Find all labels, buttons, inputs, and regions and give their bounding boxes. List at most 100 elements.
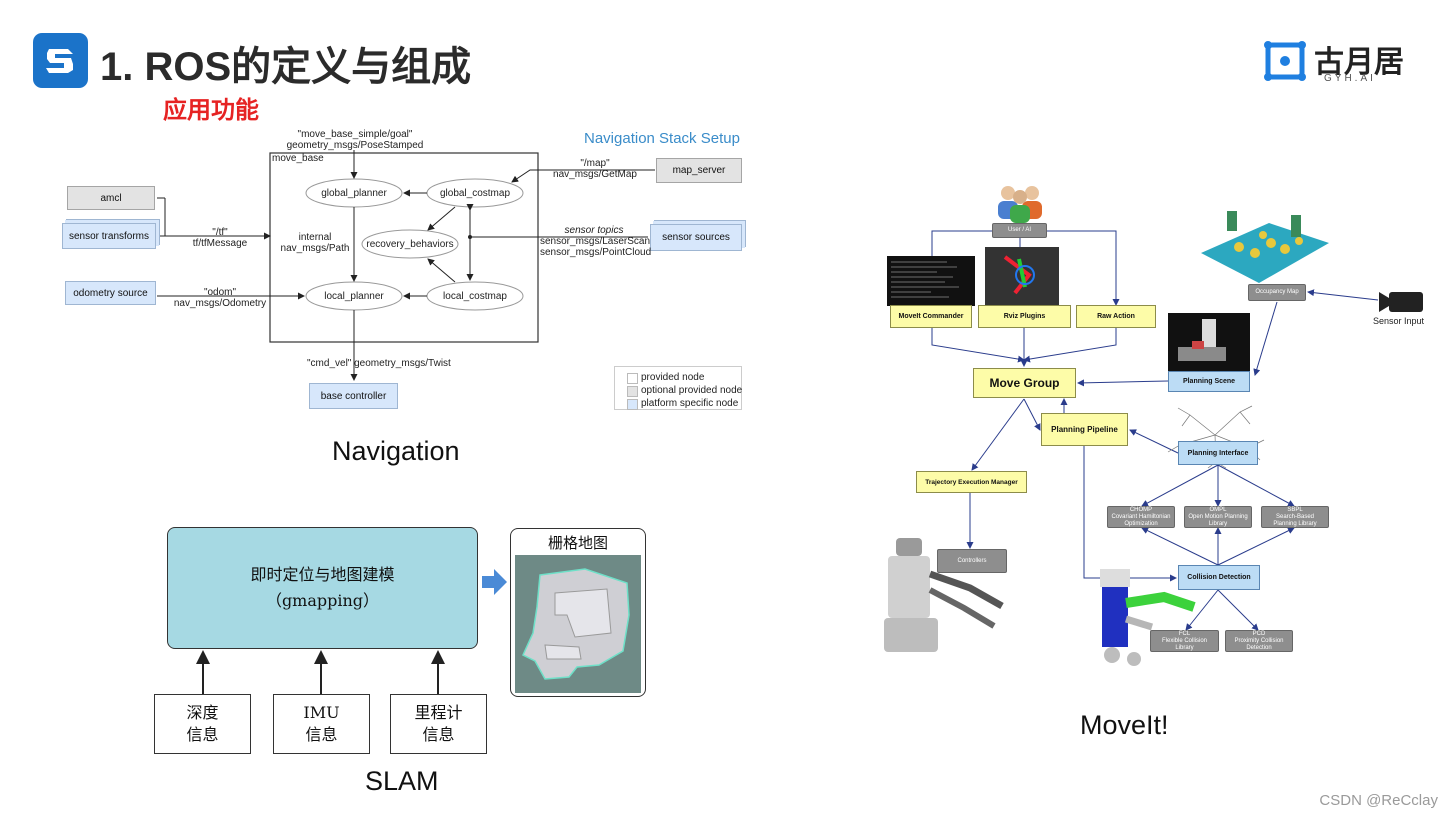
fcl-name: FCL [1178,630,1191,637]
sensor-transforms-node: sensor transforms [62,223,156,249]
chomp-desc1: Covariant Hamiltonian [1111,513,1171,520]
slam-input-imu: IMU 信息 [273,694,370,754]
slam-main-line1: 即时定位与地图建模 [250,565,395,584]
sbpl-desc2: Planning Library [1273,520,1317,527]
pr2-robot-image [884,538,1004,652]
odom-topic: "odom" [203,287,237,298]
map-type: nav_msgs/GetMap [553,169,637,180]
cmd-vel-topic: "cmd_vel" [307,358,352,369]
global-planner-label: global_planner [321,188,387,199]
rviz-screenshot [985,247,1059,305]
cloud-type: sensor_msgs/PointCloud [540,247,652,258]
tf-topic: "/tf" [212,227,228,238]
planning-pipeline-box: Planning Pipeline [1041,413,1128,446]
move-group-box: Move Group [973,368,1076,398]
trajectory-manager-box: Trajectory Execution Manager [916,471,1027,493]
pcd-desc1: Proximity Collision [1234,637,1284,644]
sensor-topics: sensor topics [564,225,624,236]
camera-icon [1379,292,1423,312]
ompl-name: OMPL [1209,506,1227,513]
moveit-caption: MoveIt! [1080,710,1169,740]
grid-map-image [515,555,641,693]
local-costmap-label: local_costmap [443,291,507,302]
local-planner-label: local_planner [324,291,384,302]
fcl-desc2: Library [1175,644,1194,651]
watermark: CSDN @ReCclay [1319,792,1438,809]
chomp-name: CHOMP [1129,506,1153,513]
map-server-node: map_server [656,158,742,183]
odom-edge-label: "odom" nav_msgs/Odometry [170,287,270,309]
base-controller-node: base controller [309,383,398,409]
imu-line1: IMU [303,703,340,722]
ompl-desc2: Library [1208,520,1228,527]
ompl-desc1: Open Motion Planning [1188,513,1248,520]
collision-detection-box: Collision Detection [1178,565,1260,590]
planning-scene-box: Planning Scene [1168,371,1250,392]
recovery-behaviors-node [361,229,459,259]
fcl-desc1: Flexible Collision [1161,637,1208,644]
map-edge-label: "/map" nav_msgs/GetMap [550,158,640,180]
odom-type: nav_msgs/Odometry [173,298,267,309]
fcl-box: FCL Flexible Collision Library [1150,630,1219,652]
user-ai-box: User / AI [992,223,1047,238]
depth-line2: 信息 [186,725,219,744]
legend-platform: platform specific node [641,398,739,409]
occupancy-map-box: Occupancy Map [1248,284,1306,301]
legend-swatch-platform [627,399,638,410]
path-type: nav_msgs/Path [280,243,350,254]
legend-optional: optional provided node [641,385,743,396]
global-costmap-label: global_costmap [439,188,511,199]
sensor-edge-label: sensor topics sensor_msgs/LaserScan sens… [540,225,652,258]
terminal-screenshot [887,256,975,306]
sensor-input-label: Sensor Input [1373,316,1425,326]
occupancy-pointcloud-image [1199,203,1331,285]
navigation-caption: Navigation [332,436,460,466]
sbpl-box: SBPL Search-Based Planning Library [1261,506,1329,528]
goal-topic: "move_base_simple/goal" [297,129,413,140]
map-topic: "/map" [580,158,610,169]
slam-input-odometry: 里程计 信息 [390,694,487,754]
sensor-sources-node: sensor sources [650,224,742,251]
odometry-source-node: odometry source [65,281,156,305]
planning-interface-box: Planning Interface [1178,441,1258,465]
pcd-box: PCD Proximity Collision Detection [1225,630,1293,652]
cmd-vel-label: "cmd_vel" geometry_msgs/Twist [307,358,451,369]
ompl-box: OMPL Open Motion Planning Library [1184,506,1252,528]
laser-type: sensor_msgs/LaserScan [540,236,651,247]
users-icon [998,186,1042,223]
brand-sub: GYH.AI [1324,73,1376,84]
brand-name: 古月居 [1314,46,1404,79]
slam-input-depth: 深度 信息 [154,694,251,754]
legend-swatch-provided [627,373,638,384]
slam-main-line2: （gmapping） [265,591,380,610]
legend-provided: provided node [641,372,705,383]
move-base-box [269,152,539,343]
collision-robot-image [1100,569,1196,666]
rviz-plugins-box: Rviz Plugins [978,305,1071,328]
tf-edge-label: "/tf" tf/tfMessage [180,227,260,249]
page-subtitle: 应用功能 [163,97,259,124]
internal-label: internal [298,232,332,243]
goal-topic-label: "move_base_simple/goal" geometry_msgs/Po… [280,129,430,151]
goal-type: geometry_msgs/PoseStamped [286,140,424,151]
brand-mark-icon [1264,41,1306,81]
odometry-line2: 信息 [422,725,455,744]
path-edge-label: internal nav_msgs/Path [280,232,350,254]
chomp-desc2: Optimization [1124,520,1158,527]
scene-screenshot [1168,313,1250,371]
controllers-box: Controllers [937,549,1007,573]
sbpl-desc1: Search-Based [1275,513,1315,520]
page-title: 1. ROS的定义与组成 [100,45,472,89]
recovery-behaviors-label: recovery_behaviors [366,239,454,250]
legend-swatch-optional [627,386,638,397]
tf-type: tf/tfMessage [192,238,248,249]
pcd-name: PCD [1252,630,1266,637]
chomp-box: CHOMP Covariant Hamiltonian Optimization [1107,506,1175,528]
slam-caption: SLAM [365,766,439,796]
grid-map-title: 栅格地图 [547,534,608,552]
brand-logo: 古月居 GYH.AI [1262,37,1422,87]
nav-legend: provided node optional provided node pla… [614,366,742,410]
imu-line2: 信息 [305,725,338,744]
moveit-commander-box: MoveIt Commander [890,305,972,328]
